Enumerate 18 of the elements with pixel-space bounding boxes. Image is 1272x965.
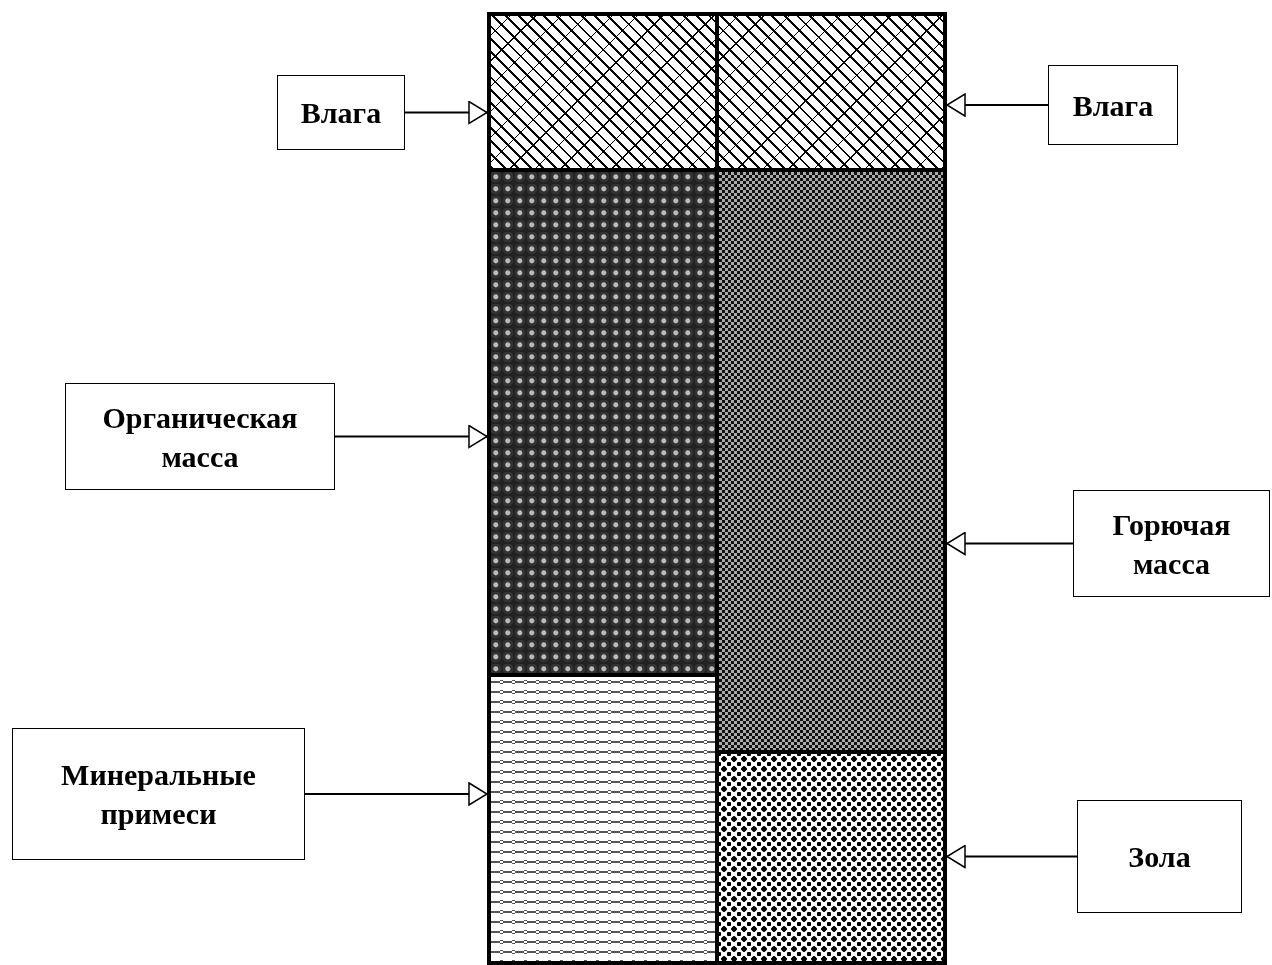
label-box <box>65 383 335 490</box>
label-text: Минеральные примеси <box>60 757 257 832</box>
label-box <box>1073 490 1270 597</box>
label-text: Влага <box>299 95 383 131</box>
arrow <box>304 782 488 806</box>
label-box <box>1048 65 1178 145</box>
label-box <box>12 728 305 860</box>
label-text: Зола <box>1127 839 1192 875</box>
arrow <box>946 844 1078 869</box>
label-box <box>277 75 405 150</box>
label-box <box>1077 800 1242 913</box>
arrow <box>404 100 488 125</box>
arrow <box>334 424 488 449</box>
label-text: Органическая масса <box>101 399 299 475</box>
label-text: Влага <box>1071 87 1155 124</box>
arrow <box>946 531 1074 556</box>
label-text: Горючая масса <box>1111 506 1232 582</box>
arrow <box>946 93 1049 117</box>
